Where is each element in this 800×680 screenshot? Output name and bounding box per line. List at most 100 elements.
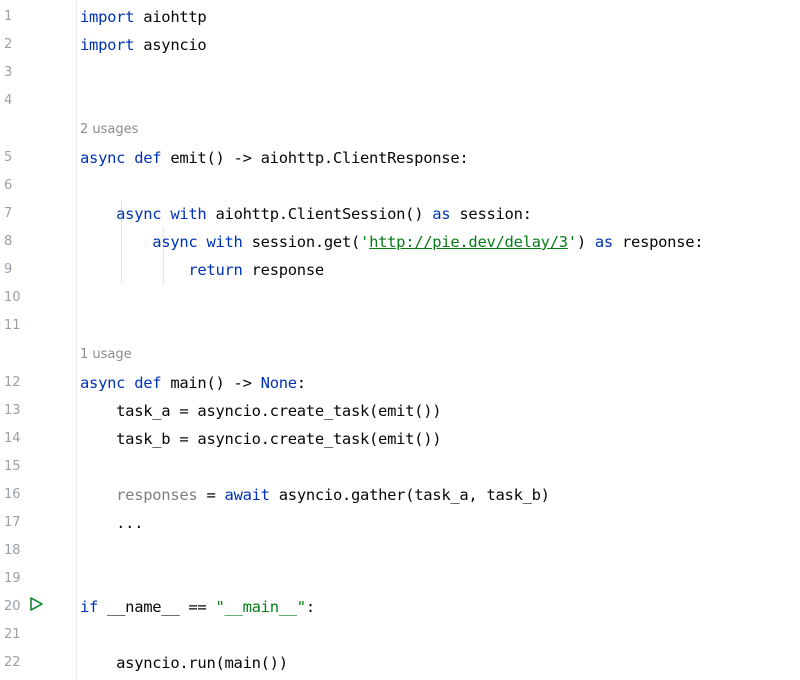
line-number-gutter[interactable] [0, 0, 77, 680]
code-line[interactable]: 11 [0, 312, 800, 340]
code-line[interactable]: 18 [0, 537, 800, 565]
hint-row: 2 usages [0, 116, 800, 144]
hint-row: 1 usage [0, 341, 800, 369]
code-text[interactable]: import aiohttp [80, 3, 207, 31]
code-line[interactable]: 4 [0, 87, 800, 115]
code-token: : [305, 598, 315, 616]
code-token [80, 486, 116, 504]
line-number: 8 [4, 234, 13, 249]
code-line[interactable]: 14 task_b = asyncio.create_task(emit()) [0, 425, 800, 453]
line-number: 22 [4, 655, 21, 670]
code-token: main() -> [161, 374, 261, 392]
code-token: = [197, 486, 225, 504]
code-line[interactable]: 19 [0, 565, 800, 593]
code-text[interactable]: responses = await asyncio.gather(task_a,… [80, 481, 550, 509]
code-line[interactable]: 6 [0, 172, 800, 200]
code-text[interactable]: if __name__ == "__main__": [80, 593, 315, 621]
code-text[interactable]: asyncio.run(main()) [80, 649, 288, 677]
code-line[interactable]: 13 task_a = asyncio.create_task(emit()) [0, 397, 800, 425]
code-text[interactable]: import asyncio [80, 31, 207, 59]
run-gutter-icon[interactable] [28, 596, 44, 612]
code-line[interactable]: 2 import asyncio [0, 31, 800, 59]
line-number: 17 [4, 515, 21, 530]
code-token: async def [80, 374, 162, 392]
code-token: emit() -> aiohttp.ClientResponse: [161, 149, 469, 167]
code-token: task_b = asyncio.create_task(emit()) [80, 430, 442, 448]
code-token: "__main__" [215, 598, 307, 616]
code-line[interactable]: 9 return response [0, 256, 800, 284]
code-text[interactable]: task_a = asyncio.create_task(emit()) [80, 397, 441, 425]
code-text[interactable]: async with aiohttp.ClientSession() as se… [80, 200, 532, 228]
usages-hint-main[interactable]: 1 usage [80, 347, 132, 362]
code-token [80, 261, 188, 279]
code-token: as [594, 233, 613, 251]
code-line[interactable]: 7 async with aiohttp.ClientSession() as … [0, 200, 800, 228]
code-token: asyncio [134, 36, 207, 54]
line-number: 3 [4, 65, 13, 80]
code-line[interactable]: 15 [0, 453, 800, 481]
line-number: 5 [4, 150, 13, 165]
code-text[interactable]: return response [80, 256, 324, 284]
code-line[interactable]: 20 if __name__ == "__main__": [0, 593, 800, 621]
code-token: responses [116, 486, 198, 504]
code-token: async with [116, 205, 207, 223]
code-line[interactable]: 22 asyncio.run(main()) [0, 649, 800, 677]
code-line[interactable]: 16 responses = await asyncio.gather(task… [0, 481, 800, 509]
line-number: 13 [4, 403, 21, 418]
code-token: : [296, 374, 306, 392]
line-number: 20 [4, 599, 21, 614]
code-line[interactable]: 10 [0, 284, 800, 312]
code-line[interactable]: 5 async def emit() -> aiohttp.ClientRespo… [0, 144, 800, 172]
line-number: 19 [4, 571, 21, 586]
code-token: __name__ == [98, 598, 216, 616]
code-token: async with [152, 233, 243, 251]
line-number: 4 [4, 93, 13, 108]
code-token: as [432, 205, 451, 223]
code-token: response: [612, 233, 704, 251]
code-token: asyncio.gather(task_a, task_b) [269, 486, 550, 504]
code-token: session.get( [242, 233, 361, 251]
code-text[interactable]: async with session.get('http://pie.dev/d… [80, 228, 703, 256]
line-number: 2 [4, 37, 13, 52]
line-number: 11 [4, 318, 21, 333]
line-number: 14 [4, 431, 21, 446]
line-number: 7 [4, 206, 13, 221]
code-token: await [224, 486, 270, 504]
code-text[interactable]: async def emit() -> aiohttp.ClientRespon… [80, 144, 469, 172]
code-text[interactable]: ... [80, 509, 143, 537]
code-line[interactable]: 17 ... [0, 509, 800, 537]
code-text[interactable]: task_b = asyncio.create_task(emit()) [80, 425, 441, 453]
code-token: if [80, 598, 99, 616]
code-token: ) [576, 233, 595, 251]
code-token: session: [450, 205, 532, 223]
code-line[interactable]: 12 async def main() -> None: [0, 369, 800, 397]
code-token: asyncio.run(main()) [80, 654, 288, 672]
line-number: 12 [4, 375, 21, 390]
code-token: import [80, 8, 135, 26]
indent-guide [121, 200, 122, 284]
line-number: 15 [4, 459, 21, 474]
code-token: import [80, 36, 135, 54]
code-token: ' [567, 233, 577, 251]
line-number: 6 [4, 178, 13, 193]
line-number: 9 [4, 262, 13, 277]
code-token: None [260, 374, 297, 392]
code-text[interactable]: async def main() -> None: [80, 369, 306, 397]
line-number: 10 [4, 290, 21, 305]
usages-hint-emit[interactable]: 2 usages [80, 122, 139, 137]
code-line[interactable]: 3 [0, 59, 800, 87]
code-token: ... [80, 514, 144, 532]
code-token: aiohttp.ClientSession() [206, 205, 433, 223]
code-token: response [242, 261, 325, 279]
code-line[interactable]: 21 [0, 621, 800, 649]
code-token: async def [80, 149, 162, 167]
code-token: ' [360, 233, 370, 251]
code-token [80, 233, 152, 251]
url-link[interactable]: http://pie.dev/delay/3 [369, 233, 568, 251]
code-line[interactable]: 8 async with session.get('http://pie.dev… [0, 228, 800, 256]
code-token [80, 205, 116, 223]
line-number: 18 [4, 543, 21, 558]
code-token: task_a = asyncio.create_task(emit()) [80, 402, 442, 420]
